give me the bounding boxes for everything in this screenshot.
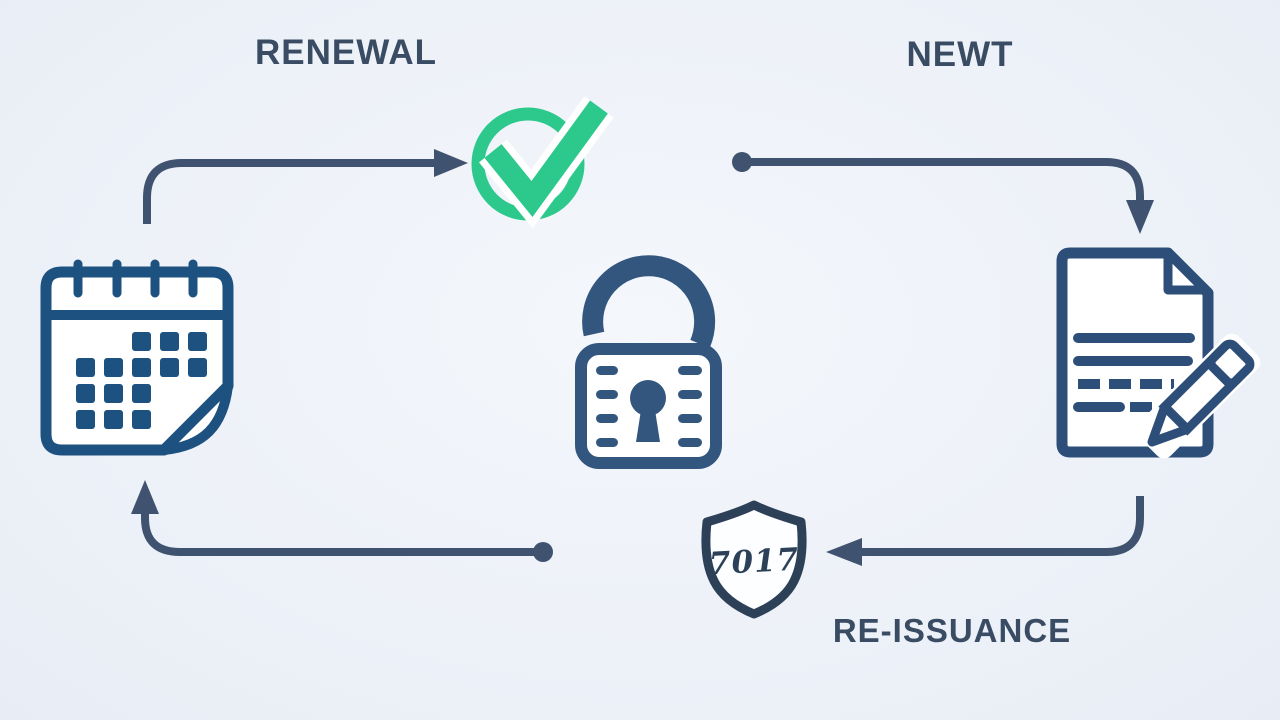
arrow-check-to-document bbox=[732, 152, 1154, 234]
arrowhead-left-icon bbox=[826, 538, 862, 566]
calendar-binder-rings bbox=[73, 259, 198, 298]
padlock-shackle bbox=[582, 255, 716, 349]
check-circle-icon bbox=[471, 96, 614, 229]
padlock-side-dashes bbox=[596, 366, 702, 447]
arrowhead-down-icon bbox=[1126, 200, 1154, 234]
shield-badge-number: 7017 bbox=[708, 542, 800, 583]
arrow-document-to-shield bbox=[826, 496, 1144, 566]
arrow-shield-to-calendar bbox=[131, 480, 553, 562]
pencil-icon bbox=[1135, 333, 1261, 459]
arrowhead-up-icon bbox=[131, 480, 159, 514]
document-edit-icon bbox=[1056, 247, 1261, 459]
shield-badge-icon: 7017 bbox=[701, 500, 807, 619]
arrow-calendar-to-check bbox=[143, 149, 468, 224]
document-text-lines bbox=[1073, 333, 1195, 412]
label-renewal: RENEWAL bbox=[255, 33, 437, 72]
label-newt: NEWT bbox=[906, 35, 1014, 74]
arrowhead-right-icon bbox=[434, 149, 468, 177]
padlock-keyhole bbox=[630, 380, 666, 442]
document-folded-corner bbox=[1163, 248, 1210, 295]
calendar-folded-corner bbox=[159, 381, 233, 455]
label-reissuance: RE-ISSUANCE bbox=[832, 612, 1072, 649]
calendar-day-grid bbox=[76, 332, 207, 429]
calendar-icon bbox=[40, 259, 234, 456]
padlock-icon bbox=[575, 255, 722, 469]
